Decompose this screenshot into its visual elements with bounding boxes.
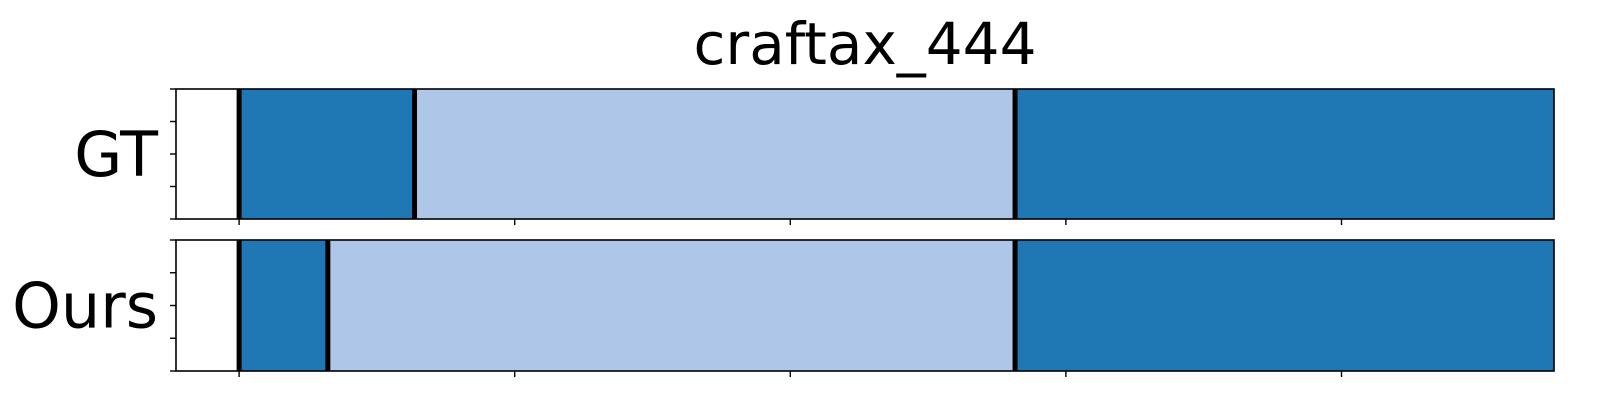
row-label-ours: Ours: [12, 270, 158, 343]
segment-gt-1: [239, 89, 415, 219]
row-label-gt: GT: [74, 118, 159, 191]
segment-ours-1: [239, 240, 328, 371]
segment-ours-3: [1015, 240, 1554, 371]
segment-gt-2: [414, 89, 1016, 219]
row-gt: GT: [74, 88, 1555, 225]
row-ours: Ours: [12, 239, 1555, 377]
segment-gt-3: [1015, 89, 1554, 219]
segment-ours-2: [327, 240, 1016, 371]
chart-title: craftax_444: [694, 10, 1037, 78]
rows-layer: GT Ours: [12, 88, 1555, 377]
